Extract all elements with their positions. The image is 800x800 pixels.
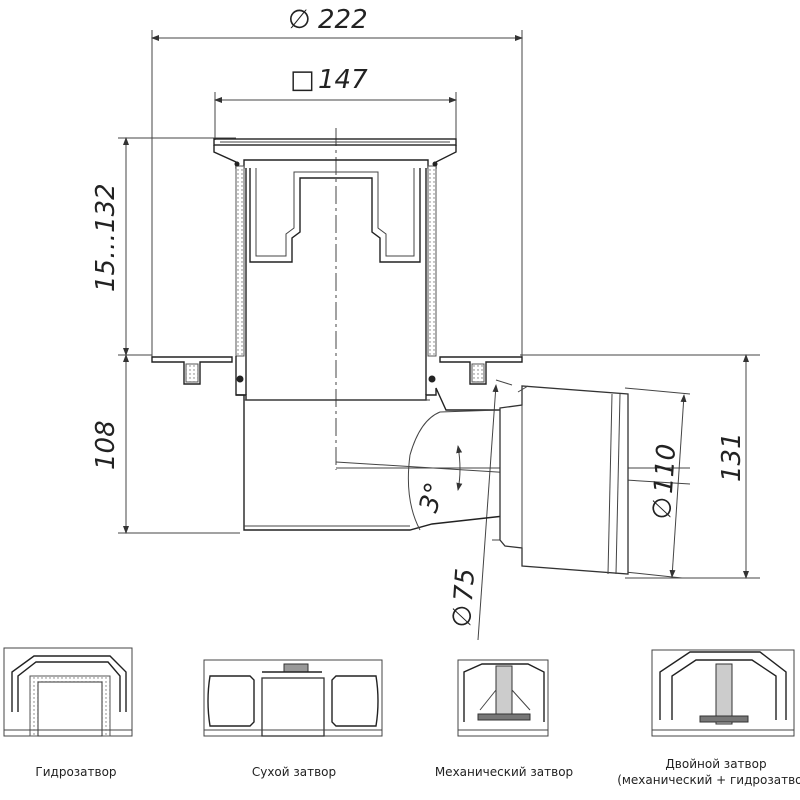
dimension-labels: ∅ 222 □ 147 15…132 108 131 ∅ 110 ∅ 75 3° <box>91 5 747 628</box>
caption-dry-seal: Сухой затвор <box>252 765 336 779</box>
drain-body <box>151 138 629 575</box>
dimension-lines <box>118 30 760 641</box>
dim-147: □ 147 <box>290 65 368 95</box>
dim-108: 108 <box>91 420 121 470</box>
dim-110-value: 110 <box>649 443 682 495</box>
dim-slope: 3° <box>414 479 451 516</box>
dim-147-value: 147 <box>318 65 368 95</box>
dim-75: ∅ 75 <box>447 567 481 628</box>
trap-mechanical <box>457 659 549 737</box>
dim-222: ∅ 222 <box>288 5 368 35</box>
caption-double-line2: (механический + гидрозатвор) <box>617 773 800 787</box>
dim-110: ∅ 110 <box>647 443 682 521</box>
caption-mechanical: Механический затвор <box>435 765 573 779</box>
dim-131: 131 <box>717 432 747 482</box>
trap-dry-seal <box>203 659 383 737</box>
dim-222-value: 222 <box>318 5 368 35</box>
caption-water-seal: Гидрозатвор <box>35 765 116 779</box>
caption-double-line1: Двойной затвор <box>665 757 766 771</box>
square-symbol: □ <box>290 65 315 95</box>
diameter-symbol-75: ∅ <box>447 604 479 629</box>
dim-height-range: 15…132 <box>91 183 121 292</box>
trap-double <box>651 649 795 737</box>
dim-75-value: 75 <box>449 567 481 602</box>
diameter-symbol: ∅ <box>288 5 311 35</box>
trap-water-seal <box>3 647 133 737</box>
diameter-symbol-110: ∅ <box>647 496 679 521</box>
